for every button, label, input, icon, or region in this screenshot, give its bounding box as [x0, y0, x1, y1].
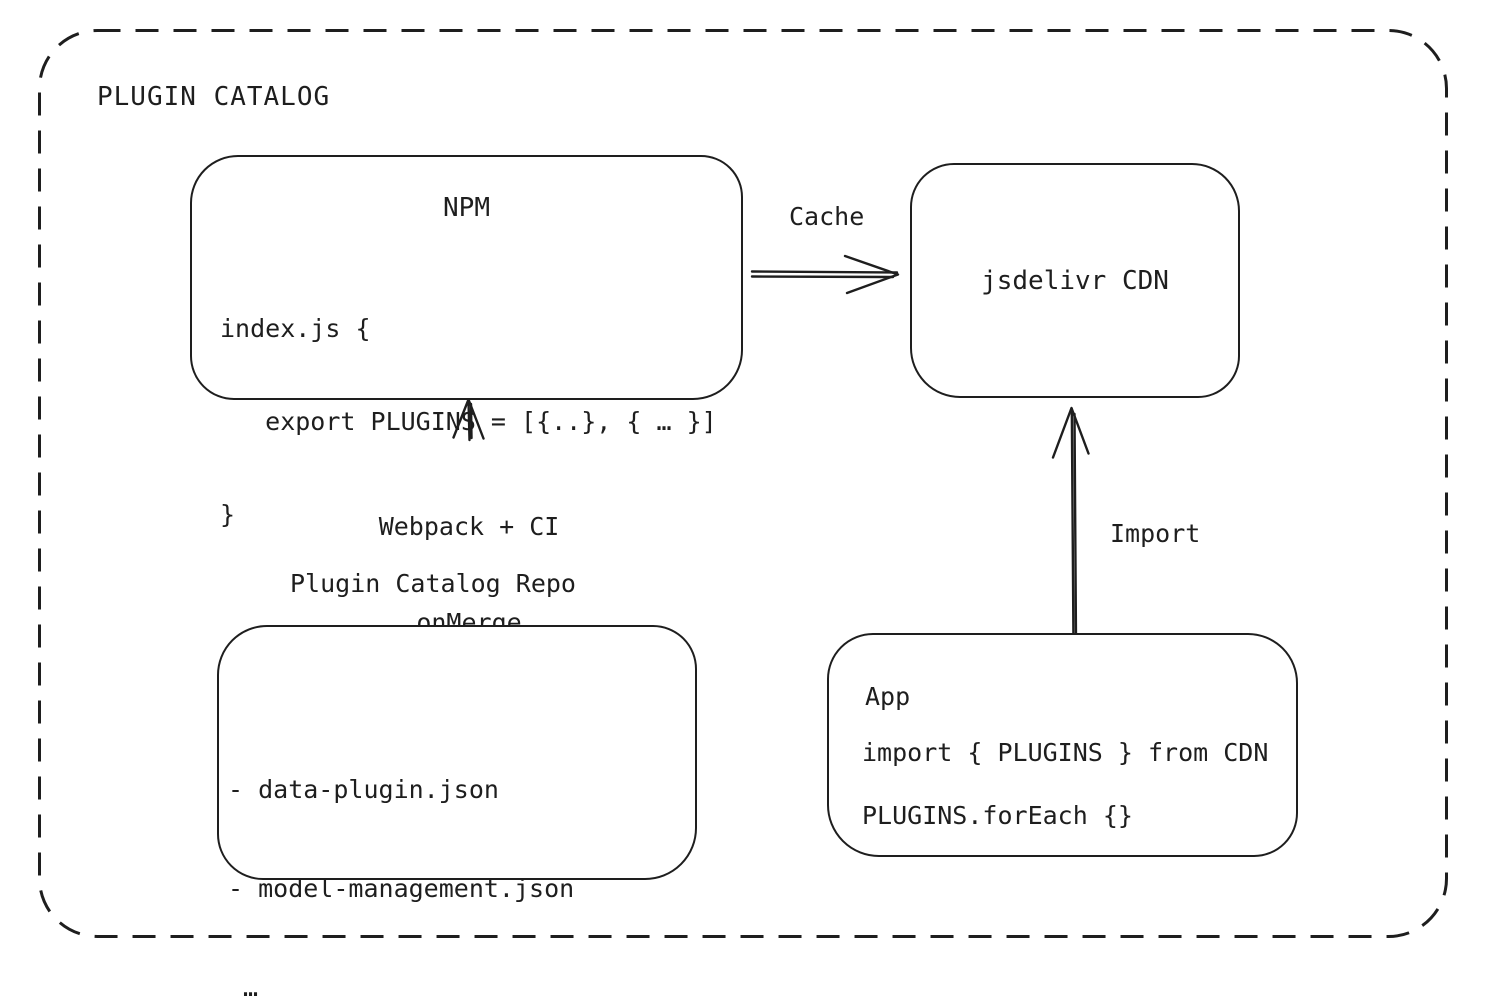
- app-code-line: import { PLUGINS } from CDN: [862, 738, 1269, 767]
- npm-code-block: index.js { export PLUGINS = [{..}, { … }…: [220, 251, 717, 592]
- repo-file-item: - model-management.json: [228, 874, 575, 903]
- repo-file-item: - data-plugin.json: [228, 775, 499, 804]
- import-arrow: [1051, 406, 1090, 648]
- npm-code-line: index.js {: [220, 314, 371, 343]
- app-code-line: PLUGINS.forEach {}: [862, 801, 1133, 830]
- diagram-title: PLUGIN CATALOG: [97, 82, 331, 112]
- cache-edge-label: Cache: [789, 202, 865, 231]
- repo-file-item: …: [228, 973, 259, 1002]
- app-node: App import { PLUGINS } from CDN PLUGINS.…: [827, 633, 1298, 857]
- cache-arrow: [750, 254, 900, 295]
- import-edge-label: Import: [1110, 519, 1201, 548]
- npm-node: NPM index.js { export PLUGINS = [{..}, {…: [190, 155, 743, 529]
- import-arrowhead: [1051, 406, 1090, 459]
- npm-code-line: export PLUGINS = [{..}, { … }]: [220, 407, 717, 436]
- npm-code-line: }: [220, 500, 236, 529]
- import-arrow-shaft-double: [1073, 412, 1078, 642]
- repo-node: - data-plugin.json - model-management.js…: [217, 625, 697, 1002]
- cache-arrow-shaft-double: [750, 275, 895, 279]
- build-edge-label-line: Webpack + CI: [378, 512, 560, 541]
- repo-node-caption: Plugin Catalog Repo: [290, 569, 576, 598]
- repo-file-list: - data-plugin.json - model-management.js…: [228, 707, 574, 1002]
- cache-arrow-shaft: [750, 270, 899, 274]
- npm-node-title: NPM: [443, 193, 490, 223]
- import-arrow-shaft: [1070, 407, 1075, 648]
- cdn-node: jsdelivr CDN: [910, 163, 1240, 398]
- app-node-title: App: [865, 682, 911, 711]
- cdn-node-label: jsdelivr CDN: [981, 265, 1169, 296]
- cache-arrowhead: [843, 254, 900, 295]
